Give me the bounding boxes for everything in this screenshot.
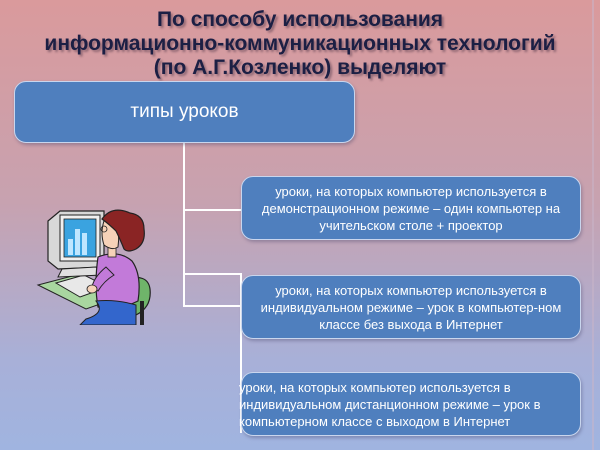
child-node-label: уроки, на которых компьютер используется… [239,379,541,429]
root-node-label: типы уроков [130,101,239,122]
slide-edge-line [592,0,594,450]
connector-trunk [183,143,185,307]
slide-title: По способу использования информационно-к… [0,8,600,80]
connector-trunk-2 [240,273,242,433]
root-node-lesson-types: типы уроков [14,81,355,143]
child-node-demonstration-mode: уроки, на которых компьютер используется… [241,176,581,240]
child-node-label: уроки, на которых компьютер используется… [260,282,562,332]
title-line-3: (по А.Г.Козленко) выделяют [153,56,447,79]
connector-branch-2b [183,305,241,307]
child-node-individual-mode: уроки, на которых компьютер используется… [241,275,581,339]
child-node-remote-mode: уроки, на которых компьютер используется… [239,372,581,436]
child-node-label: уроки, на которых компьютер используется… [261,183,561,233]
title-line-1: По способу использования [156,8,444,31]
connector-branch-2 [183,273,241,275]
connector-branch-1 [183,209,241,211]
title-line-2: информационно-коммуникационных технологи… [44,32,556,55]
woman-at-computer-icon [36,209,151,325]
